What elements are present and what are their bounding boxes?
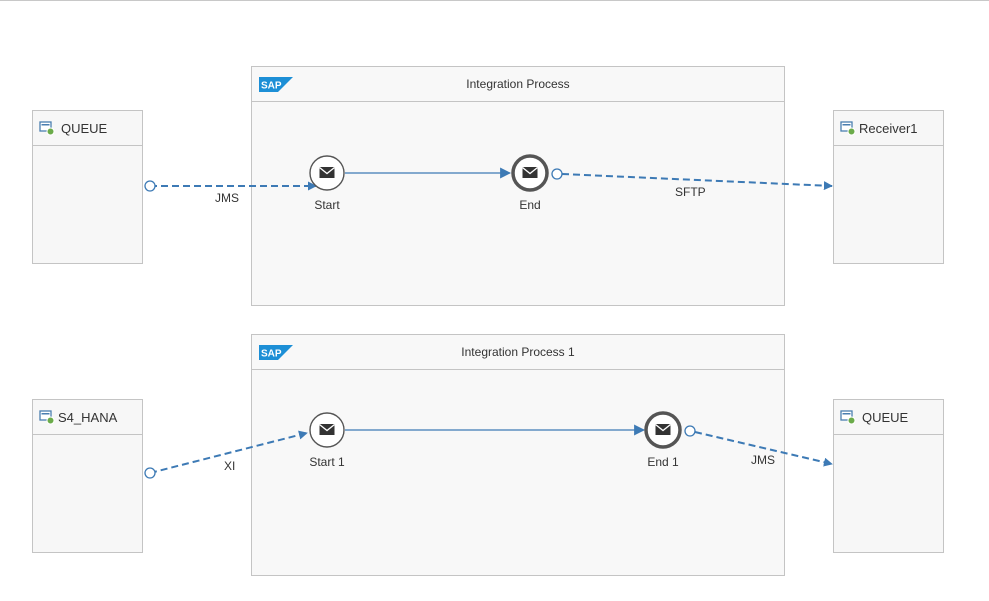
message-flow-bottom-receiver[interactable]	[694, 431, 833, 467]
participant-icon	[39, 410, 55, 425]
participant-label: QUEUE	[61, 120, 108, 136]
message-flow-top-receiver[interactable]	[561, 173, 833, 191]
connection-label-bottom-sender: XI	[224, 459, 236, 473]
process-title: Integration Process	[466, 77, 570, 91]
flow-source-port[interactable]	[144, 467, 156, 479]
connection-label-top-receiver: SFTP	[675, 185, 706, 199]
participant-icon	[39, 121, 55, 136]
process-header: SAP Integration Process	[252, 67, 784, 102]
participant-bottom-sender[interactable]: S4_HANA	[32, 399, 143, 553]
top-divider	[0, 0, 989, 1]
svg-text:SAP: SAP	[261, 349, 282, 360]
participant-top-sender[interactable]: QUEUE	[32, 110, 143, 264]
participant-header: QUEUE	[834, 400, 943, 435]
start-event[interactable]	[309, 155, 345, 191]
participant-header: QUEUE	[33, 111, 142, 146]
envelope-icon	[522, 166, 538, 178]
end-event[interactable]	[511, 154, 549, 192]
integration-process-1[interactable]: SAP Integration Process 1	[251, 334, 785, 576]
process-header: SAP Integration Process 1	[252, 335, 784, 370]
participant-header: S4_HANA	[33, 400, 142, 435]
end-event-1[interactable]	[644, 411, 682, 449]
sap-logo: SAP	[259, 77, 293, 92]
participant-label: QUEUE	[862, 409, 909, 425]
flow-source-port[interactable]	[551, 168, 563, 180]
message-flow-bottom-sender[interactable]	[149, 430, 308, 474]
participant-bottom-receiver[interactable]: QUEUE	[833, 399, 944, 553]
svg-text:SAP: SAP	[261, 81, 282, 92]
sap-logo: SAP	[259, 345, 293, 360]
participant-label: Receiver1	[859, 120, 918, 136]
end-event-1-label: End 1	[647, 455, 679, 469]
start-event-label: Start	[314, 198, 340, 212]
participant-icon	[840, 121, 856, 136]
participant-header: Receiver1	[834, 111, 943, 146]
process-title: Integration Process 1	[461, 345, 575, 359]
participant-top-receiver[interactable]: Receiver1	[833, 110, 944, 264]
connection-label-top-sender: JMS	[215, 191, 239, 205]
connection-label-bottom-receiver: JMS	[751, 453, 775, 467]
end-event-label: End	[519, 198, 541, 212]
envelope-icon	[319, 166, 335, 178]
participant-label: S4_HANA	[58, 409, 118, 425]
envelope-icon	[319, 423, 335, 435]
envelope-icon	[655, 423, 671, 435]
flow-source-port[interactable]	[144, 180, 156, 192]
flow-source-port[interactable]	[684, 425, 696, 437]
start-event-1[interactable]	[309, 412, 345, 448]
participant-icon	[840, 410, 856, 425]
start-event-1-label: Start 1	[309, 455, 345, 469]
